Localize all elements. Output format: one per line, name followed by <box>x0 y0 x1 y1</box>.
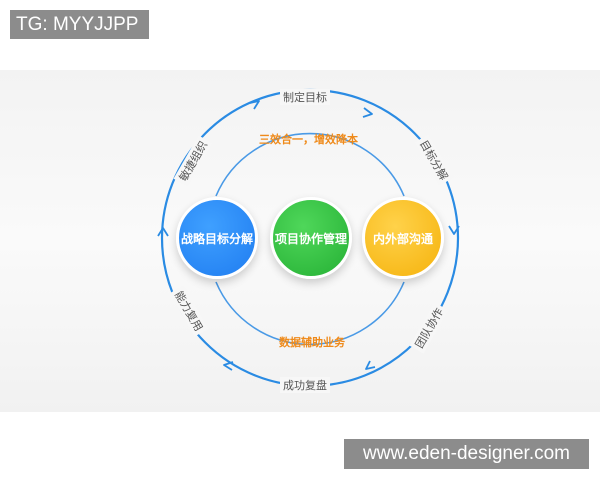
arrow-bottom-right <box>365 360 376 370</box>
cycle-label-bottom: 成功复盘 <box>280 377 330 393</box>
inner-arc-bottom <box>215 281 405 346</box>
arrow-top-right <box>362 107 373 118</box>
inner-bottom-caption: 数据辅助业务 <box>279 336 345 349</box>
arrow-left <box>157 227 169 237</box>
inner-arc-top <box>215 132 405 197</box>
node-internal-external-communication: 内外部沟通 <box>362 197 444 279</box>
node-right-label: 内外部沟通 <box>372 231 433 246</box>
arrow-right <box>448 225 460 235</box>
arrow-top-left <box>249 100 260 110</box>
inner-top-caption: 三效合一，增效降本 <box>259 133 358 146</box>
node-center-label: 项目协作管理 <box>274 231 347 246</box>
watermark-top-left: TG: MYYJJPP <box>10 10 149 39</box>
watermark-bottom-right: www.eden-designer.com <box>344 439 589 469</box>
node-left-label: 战略目标分解 <box>180 231 253 246</box>
node-project-collaboration: 项目协作管理 <box>270 197 352 279</box>
arrow-bottom-left <box>223 361 234 371</box>
node-strategy-goal-breakdown: 战略目标分解 <box>176 197 258 279</box>
cycle-label-top: 制定目标 <box>280 89 330 105</box>
